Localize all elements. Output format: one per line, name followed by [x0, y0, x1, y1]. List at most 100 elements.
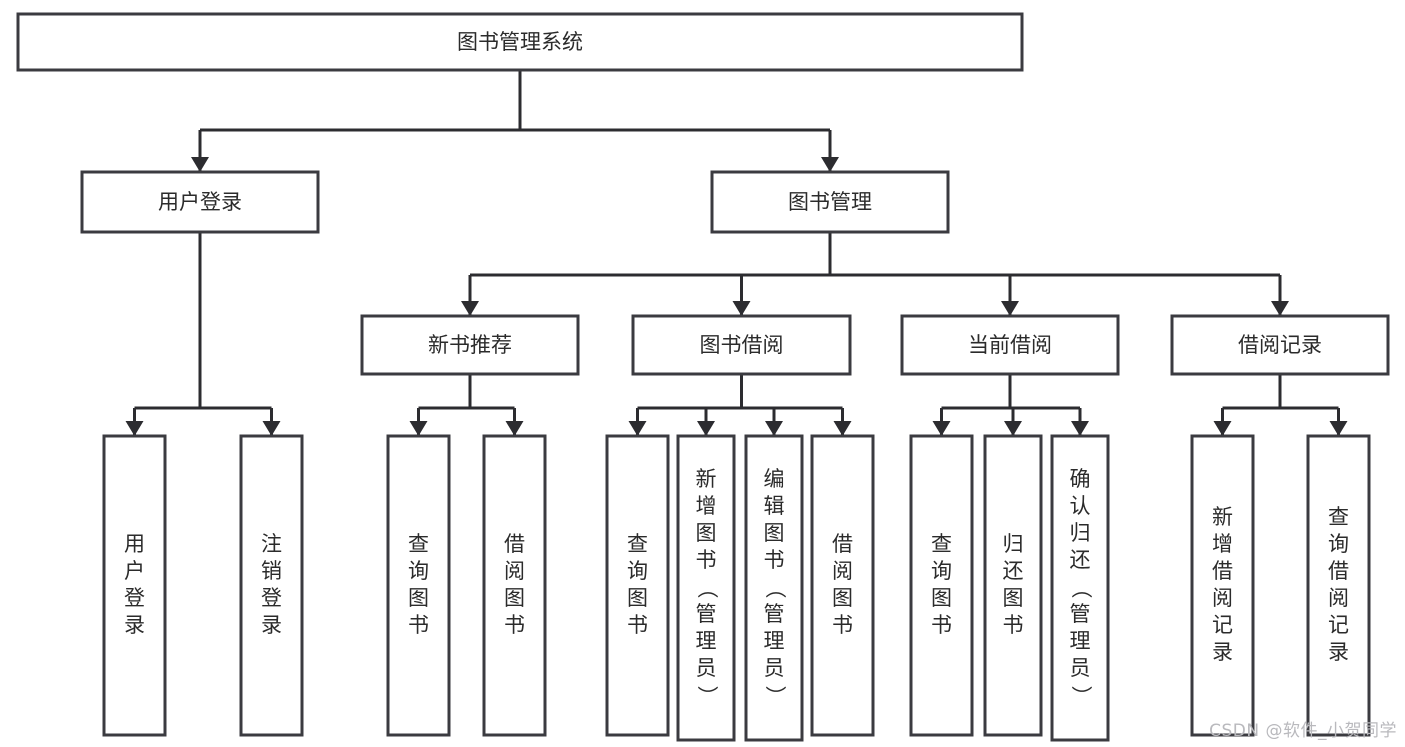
node-label-char: 借	[832, 532, 853, 556]
node-label-char: 理	[696, 629, 717, 653]
node-label-char: 查	[1328, 505, 1349, 529]
node-label-char: 新	[1212, 505, 1233, 529]
node-box	[1306, 434, 1371, 737]
arrowhead-icon	[833, 421, 852, 436]
node-box	[1190, 434, 1255, 737]
node-label-char: 户	[124, 559, 145, 583]
node-user-login[interactable]: 用户登录	[80, 170, 320, 234]
watermark: CSDN @软件_小贺同学	[1209, 721, 1397, 741]
node-label: 当前借阅	[968, 333, 1052, 357]
node-label-char: 记	[1212, 613, 1233, 637]
node-label-char: 管	[1070, 602, 1091, 626]
connector-group	[932, 374, 1089, 436]
node-label-char: 管	[764, 602, 785, 626]
node-label-char: 询	[408, 559, 429, 583]
node-label: 新书推荐	[428, 333, 512, 357]
node-label-char: 书	[832, 613, 853, 637]
node-label-char: 录	[1212, 640, 1233, 664]
node-new-book-recommend[interactable]: 新书推荐	[360, 314, 580, 376]
node-label: 图书管理系统	[457, 30, 583, 54]
node-box	[1050, 434, 1110, 742]
node-box	[909, 434, 974, 737]
connector-group	[1213, 374, 1348, 436]
node-label-char: 阅	[504, 559, 525, 583]
node-label-char: ）	[763, 686, 787, 707]
node-leaf-user-login[interactable]: 用户登录	[102, 434, 167, 737]
arrowhead-icon	[505, 421, 524, 436]
arrowhead-icon	[821, 157, 839, 172]
node-box	[239, 434, 304, 737]
node-box	[983, 434, 1043, 737]
node-label-char: 图	[696, 521, 717, 545]
node-current-borrow[interactable]: 当前借阅	[900, 314, 1120, 376]
node-book-manage[interactable]: 图书管理	[710, 170, 950, 234]
node-label-char: 理	[1070, 629, 1091, 653]
node-label: 图书管理	[788, 190, 872, 214]
node-box	[810, 434, 875, 737]
node-layer: 图书管理系统用户登录图书管理新书推荐图书借阅当前借阅借阅记录用户登录注销登录查询…	[16, 12, 1390, 742]
connector-group	[628, 374, 852, 436]
node-label-char: 还	[1003, 559, 1024, 583]
node-label-char: 查	[408, 532, 429, 556]
node-label-char: 归	[1003, 532, 1024, 556]
node-label-char: 登	[124, 586, 145, 610]
arrowhead-icon	[628, 421, 647, 436]
node-label-char: 询	[1328, 532, 1349, 556]
node-label-char: 员	[764, 656, 785, 680]
node-root[interactable]: 图书管理系统	[16, 12, 1024, 72]
node-label-char: 借	[1328, 559, 1349, 583]
node-label-char: 图	[1003, 586, 1024, 610]
node-label-char: 阅	[1212, 586, 1233, 610]
node-label-char: 借	[1212, 559, 1233, 583]
node-label-char: 查	[931, 532, 952, 556]
node-box	[631, 314, 852, 376]
node-label-char: 书	[696, 548, 717, 572]
node-label-char: 录	[261, 613, 282, 637]
arrowhead-icon	[262, 421, 281, 436]
node-label-char: 询	[931, 559, 952, 583]
node-label-char: 辑	[764, 494, 785, 518]
node-label-char: 员	[696, 656, 717, 680]
node-label: 图书借阅	[700, 333, 784, 357]
node-label-char: 书	[931, 613, 952, 637]
node-label-char: 图	[504, 586, 525, 610]
node-label-char: 录	[124, 613, 145, 637]
node-label-char: 注	[261, 532, 282, 556]
node-book-borrow[interactable]: 图书借阅	[631, 314, 852, 376]
node-label-char: 确	[1070, 467, 1091, 491]
node-label-char: （	[763, 578, 787, 599]
connector-layer	[125, 70, 1348, 436]
node-borrow-record[interactable]: 借阅记录	[1170, 314, 1390, 376]
node-label: 借阅记录	[1238, 333, 1322, 357]
arrowhead-icon	[1213, 421, 1232, 436]
node-box	[1170, 314, 1390, 376]
node-label-char: 书	[408, 613, 429, 637]
arrowhead-icon	[409, 421, 428, 436]
arrowhead-icon	[1329, 421, 1348, 436]
node-label-char: 书	[627, 613, 648, 637]
connector-group	[125, 232, 281, 436]
node-box	[386, 434, 451, 737]
node-box	[744, 434, 804, 742]
node-label-char: 销	[261, 559, 282, 583]
node-label-char: 询	[627, 559, 648, 583]
node-label-char: 记	[1328, 613, 1349, 637]
node-label-char: 阅	[1328, 586, 1349, 610]
node-label-char: 图	[832, 586, 853, 610]
node-label-char: 员	[1070, 656, 1091, 680]
node-label-char: 阅	[832, 559, 853, 583]
node-label-char: 书	[504, 613, 525, 637]
